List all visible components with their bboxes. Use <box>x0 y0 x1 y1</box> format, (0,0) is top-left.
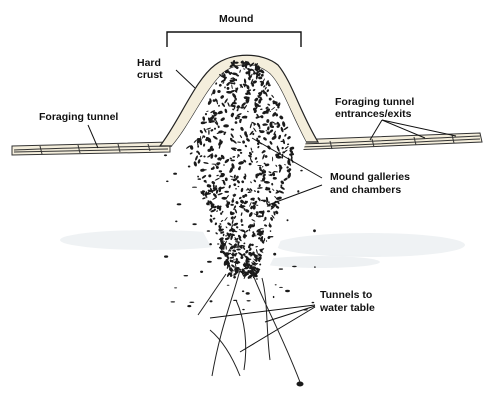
mound-bracket <box>166 31 302 47</box>
label-hard-crust-line2: crust <box>137 69 163 81</box>
label-galleries-line1: Mound galleries <box>330 171 410 183</box>
label-hard-crust-line1: Hard <box>137 57 161 69</box>
foraging-tunnel-right <box>294 134 481 150</box>
mound-interior <box>172 65 306 280</box>
foraging-tunnel-left <box>13 143 169 155</box>
tunnel-end <box>296 381 304 387</box>
label-foraging-tunnel: Foraging tunnel <box>39 111 118 123</box>
label-tunnels-line2: water table <box>319 302 375 314</box>
label-mound: Mound <box>219 13 253 25</box>
label-entrances-line2: entrances/exits <box>335 108 412 120</box>
label-entrances-line1: Foraging tunnel <box>335 96 414 108</box>
ground-surface <box>11 141 171 156</box>
leader-lines <box>87 69 457 353</box>
mound-chambers <box>163 59 316 311</box>
background-smudge <box>60 230 465 268</box>
label-tunnels-line1: Tunnels to <box>320 289 372 301</box>
tunnels-to-water-table <box>197 269 301 383</box>
label-galleries-line2: and chambers <box>330 184 401 196</box>
